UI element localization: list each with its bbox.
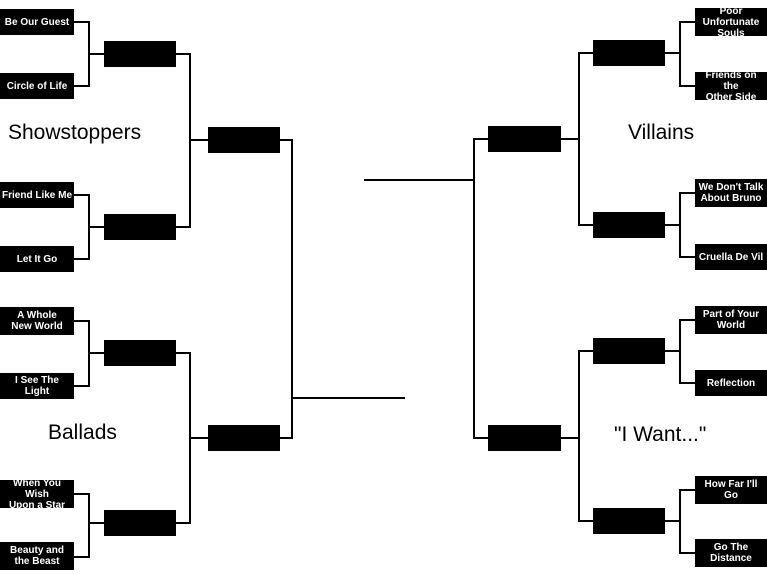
seed-go-the-distance[interactable]: Go The Distance — [695, 539, 767, 567]
connector-left-r2-bottom — [175, 352, 209, 524]
connector-right-r1-a — [664, 21, 696, 87]
connector-right-r1-c — [664, 319, 696, 384]
slot-right-r2-1[interactable] — [593, 40, 665, 66]
slot-right-r2-4[interactable] — [593, 508, 665, 534]
seed-part-of-your-world[interactable]: Part of Your World — [695, 306, 767, 334]
seed-reflection[interactable]: Reflection — [695, 370, 767, 396]
slot-left-r2-4[interactable] — [104, 510, 176, 536]
seed-poor-unfortunate-souls[interactable]: Poor Unfortunate Souls — [695, 6, 767, 39]
connector-left-r2-top — [175, 53, 209, 228]
seed-circle-of-life[interactable]: Circle of Life — [0, 73, 74, 99]
connector-left-r1-b — [73, 194, 105, 260]
slot-left-r3-2[interactable] — [208, 425, 280, 451]
seed-how-far-ill-go[interactable]: How Far I'll Go — [695, 476, 767, 504]
seed-a-whole-new-world[interactable]: A Whole New World — [0, 307, 74, 335]
seed-when-you-wish-upon-a-star[interactable]: When You Wish Upon a Star — [0, 478, 74, 511]
category-ballads: Ballads — [48, 421, 117, 444]
seed-let-it-go[interactable]: Let It Go — [0, 246, 74, 272]
category-showstoppers: Showstoppers — [8, 121, 142, 144]
connector-right-r3 — [364, 138, 489, 439]
connector-left-r3 — [279, 139, 405, 439]
seed-be-our-guest[interactable]: Be Our Guest — [0, 9, 74, 35]
slot-right-r2-3[interactable] — [593, 338, 665, 364]
seed-we-dont-talk-about-bruno[interactable]: We Don't Talk About Bruno — [695, 179, 767, 207]
seed-cruella-de-vil[interactable]: Cruella De Vil — [695, 244, 767, 270]
connector-left-r1-d — [73, 493, 105, 558]
connector-right-r1-b — [664, 192, 696, 258]
connector-right-r2-bottom — [560, 350, 594, 522]
slot-right-r3-1[interactable] — [488, 126, 561, 152]
seed-friend-like-me[interactable]: Friend Like Me — [0, 182, 74, 208]
seed-i-see-the-light[interactable]: I See The Light — [0, 373, 74, 399]
connector-left-r1-a — [73, 21, 105, 87]
slot-left-r2-3[interactable] — [104, 340, 176, 366]
category-i-want: "I Want..." — [614, 423, 707, 446]
connector-right-r2-top — [560, 52, 594, 226]
slot-left-r2-2[interactable] — [104, 214, 176, 240]
seed-friends-on-the-other-side[interactable]: Friends on the Other Side — [695, 70, 767, 103]
slot-right-r2-2[interactable] — [593, 212, 665, 238]
slot-left-r3-1[interactable] — [208, 127, 280, 153]
category-villains: Villains — [628, 121, 695, 144]
connector-right-r1-d — [664, 489, 696, 554]
connector-left-r1-c — [73, 320, 105, 387]
slot-left-r2-1[interactable] — [104, 41, 176, 67]
slot-right-r3-2[interactable] — [488, 425, 561, 451]
seed-beauty-and-the-beast[interactable]: Beauty and the Beast — [0, 542, 74, 570]
